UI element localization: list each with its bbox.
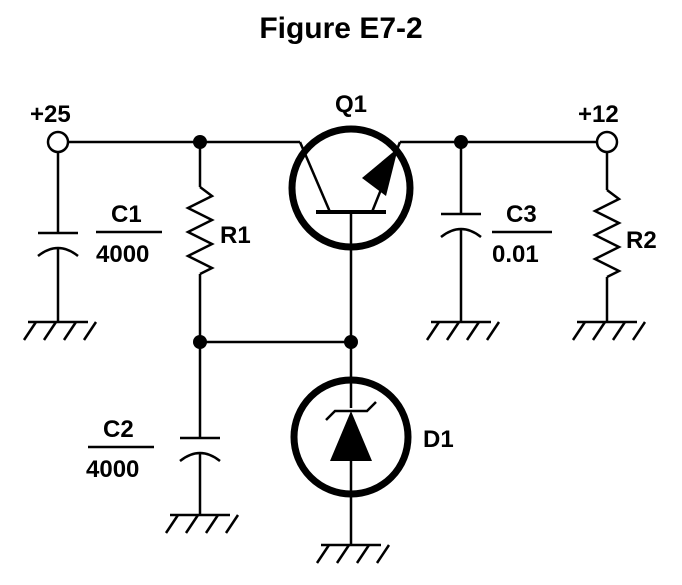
- q1-ref-label: Q1: [335, 91, 367, 118]
- resistor-r2: [592, 152, 622, 322]
- output-label: +12: [578, 101, 619, 128]
- zener-diode-d1: [290, 342, 412, 545]
- input-terminal: [46, 130, 70, 154]
- c1-ref-label: C1: [111, 201, 142, 228]
- c3-ref-label: C3: [506, 201, 537, 228]
- ground-symbol-r2: [571, 320, 647, 342]
- capacitor-c2: [179, 342, 221, 515]
- r1-ref-label: R1: [220, 222, 251, 249]
- ground-symbol-c3: [425, 320, 501, 342]
- d1-ref-label: D1: [423, 426, 454, 453]
- r2-ref-label: R2: [626, 227, 657, 254]
- c1-value-label: 4000: [96, 241, 149, 268]
- output-terminal: [595, 130, 619, 154]
- transistor-q1: [288, 125, 414, 342]
- capacitor-c3: [440, 142, 482, 322]
- c2-ref-label: C2: [103, 416, 134, 443]
- c3-value-label: 0.01: [492, 241, 539, 268]
- resistor-r1: [185, 142, 215, 342]
- input-label: +25: [30, 101, 71, 128]
- ground-symbol-d1: [315, 543, 391, 565]
- figure-title: Figure E7-2: [259, 12, 423, 45]
- ground-symbol-c2: [164, 513, 240, 535]
- capacitor-c1: [37, 152, 79, 322]
- c2-value-label: 4000: [86, 456, 139, 483]
- ground-symbol-c1: [22, 320, 98, 342]
